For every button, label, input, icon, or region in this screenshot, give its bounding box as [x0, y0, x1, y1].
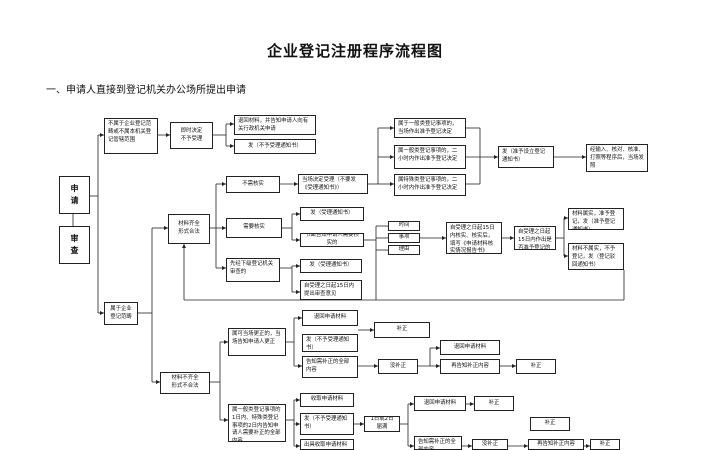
- fifteen-submit-node: 自受理之日起15日内提出审查意见: [300, 280, 362, 300]
- no-complement-node: 没补正: [378, 359, 418, 374]
- issue-accept2-node: 发（受理通知书）: [300, 259, 362, 273]
- complement2-node: 补正: [516, 359, 556, 374]
- approve-notice-node: 材料属实，准予登记，发（准予登记通知书）: [568, 208, 624, 230]
- apply-node: 申 请: [59, 176, 90, 214]
- special-node: 属特殊类登记事项的，二小时内作出准予登记决定: [394, 174, 466, 196]
- re-notify-node: 再告知补正内容: [440, 359, 500, 374]
- no-verify-node: 不需核实: [226, 176, 280, 193]
- time-node: 时间: [388, 221, 420, 231]
- issue-reject-node: 发（不予受理通知书）: [234, 139, 316, 154]
- notify-all2-node: 告知需补正的全部内容: [414, 436, 462, 450]
- general-five-node: 属一般类登记事项的1日内、特殊类登记事项的2日内告知申请人需要补正的全部内容: [228, 404, 286, 442]
- allow-correct-node: 属可当场更正的，当场告知申请人更正: [228, 328, 286, 356]
- issue-reject2-node: 发（不予受理通知书）: [300, 413, 354, 435]
- re-notify2-node: 再告知补正内容: [528, 439, 584, 450]
- issue-accept-node: 发（受理通知书）: [300, 207, 364, 221]
- written-notice-node: 书面告知申请人需要核实的: [300, 233, 364, 247]
- receipt-node: 出具收取申请材料凭据: [300, 439, 354, 450]
- notify-all-node: 告知需补正的全部内容: [302, 356, 358, 378]
- pay-fee-node: 经输入、核对、核准、打照等程序后，当场发照: [586, 144, 648, 172]
- page-title: 企业登记注册程序流程图: [266, 42, 443, 60]
- decide-now-node: 即时决定 不予受理: [170, 122, 213, 149]
- no-complement2-node: 没补正: [472, 439, 508, 450]
- decide-on-spot-node: 当场决定受理（不要发《受理通知书》）: [298, 174, 368, 194]
- materials-complete-node: 材料齐全 形式合法: [168, 214, 210, 244]
- review-node: 审 查: [59, 226, 90, 264]
- fifteen-days-node: 自受理之日起15日内核实、核实后，填写《申请材料核实情况报告书》: [446, 222, 502, 254]
- return-apply3-node: 退回申请材料: [414, 396, 466, 411]
- reason-node: 理由: [388, 245, 420, 255]
- one-general-node: 属一般类登记事项的，二小时内作出准予登记决定: [394, 145, 466, 169]
- fifteen-decide-node: 自受理之日起15日内作出是否准予登记的决定: [514, 226, 556, 250]
- general-reg-node: 属于一般类登记事项的，当场作出准予登记决定: [394, 118, 466, 138]
- complement4-node: 补正: [590, 439, 620, 450]
- issue-approve-node: 发（准予设立登记通知书）: [498, 146, 554, 168]
- materials-incomplete-node: 材料不齐全 形式不合法: [160, 372, 210, 394]
- not-jurisdiction-node: 不属于企业登记范畴或不属本机关登记管辖范围: [104, 118, 158, 154]
- in-one-day-node: 1日或2日届满: [364, 416, 400, 432]
- receive-materials-node: 收取申请材料: [300, 393, 354, 407]
- not-accept-notice-node: 发（不予受理通知书）: [302, 334, 358, 352]
- matter-node: 事项: [388, 233, 420, 243]
- complement3-node: 补正: [474, 396, 514, 411]
- belongs-node: 属于企业 登记范畴: [104, 302, 138, 325]
- section-subtitle: 一、申请人直接到登记机关办公场所提出申请: [46, 85, 246, 96]
- return-apply-node: 退回申请材料: [302, 310, 358, 326]
- need-verify-node: 需要核实: [226, 218, 282, 238]
- first-submit-node: 先经下级登记机关审查的: [226, 258, 280, 282]
- return-materials-node: 退回材料，并告知申请人向有关行政机关申请: [234, 115, 316, 135]
- complement5-node: 补正: [530, 417, 570, 431]
- return-apply2-node: 退回申请材料: [440, 340, 500, 355]
- reject-notice-node: 材料不属实，不予登记，发（登记驳回通知书）: [568, 243, 624, 270]
- complement-node: 补正: [374, 322, 430, 338]
